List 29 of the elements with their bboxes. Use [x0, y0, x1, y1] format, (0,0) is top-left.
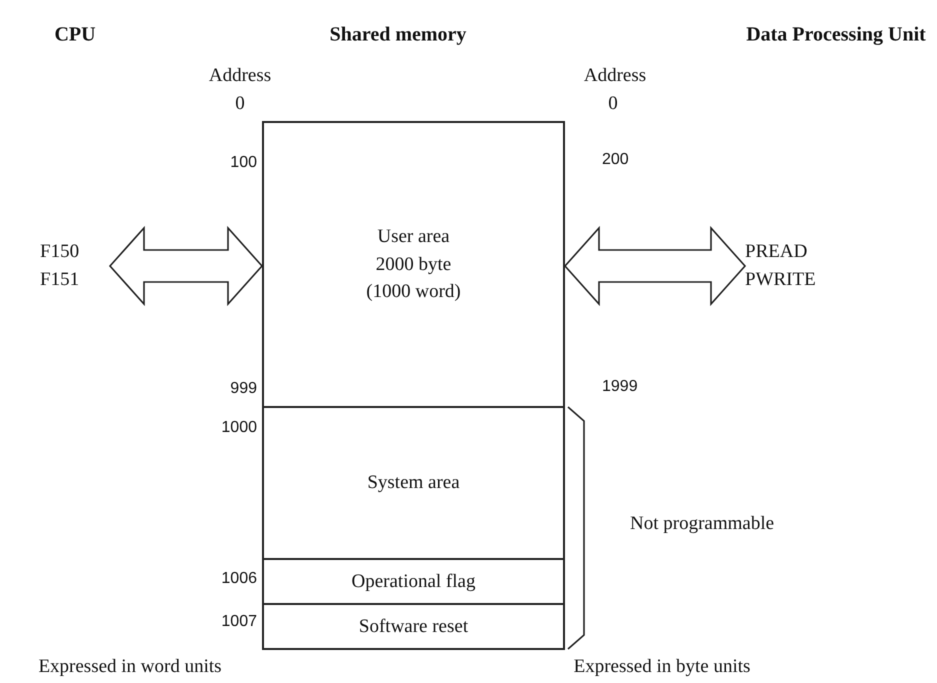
column-heading: Data Processing Unit — [746, 24, 926, 46]
column-heading: Shared memory — [330, 24, 466, 46]
memory-area — [262, 121, 565, 408]
double-arrow — [108, 226, 264, 306]
area-label: Software reset — [358, 614, 468, 639]
column-heading: CPU — [54, 24, 96, 46]
note: Expressed in word units — [38, 656, 222, 678]
address-value: 999 — [230, 380, 257, 398]
address-value: 1999 — [602, 378, 638, 396]
address-value: 0 — [235, 93, 245, 115]
double-arrow — [564, 226, 746, 306]
address-value: 1006 — [221, 570, 257, 588]
memory-area — [262, 408, 565, 560]
memory-area — [262, 560, 565, 605]
signal-label: F150 F151 — [40, 240, 110, 292]
area-label: Operational flag — [352, 570, 476, 594]
address-value: 200 — [602, 151, 629, 169]
axis-title: Address — [584, 65, 646, 87]
address-value: 100 — [230, 154, 257, 172]
area-label: System area — [367, 471, 460, 496]
address-value: 1000 — [221, 419, 257, 437]
axis-title: Address — [208, 65, 272, 87]
note: Not programmable — [630, 513, 774, 535]
memory-area — [262, 605, 565, 650]
note: Expressed in byte units — [574, 656, 750, 678]
signal-label: PREAD PWRITE — [745, 240, 855, 292]
address-value: 0 — [608, 93, 618, 115]
address-value: 1007 — [221, 613, 257, 631]
area-label: User area 2000 byte (1000 word) — [365, 225, 462, 304]
